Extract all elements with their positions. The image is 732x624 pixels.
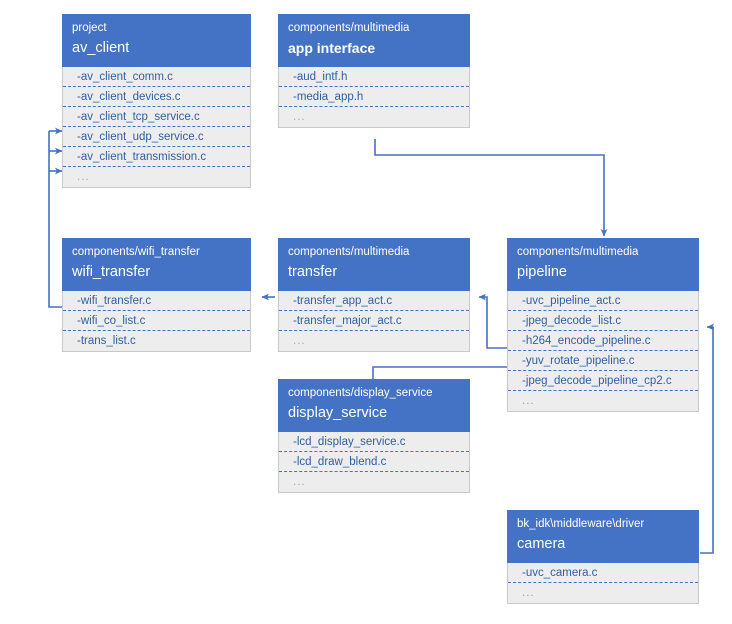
node-path: components/multimedia — [517, 246, 639, 258]
wire-camera-to-pipeline — [700, 323, 714, 554]
node-camera[interactable]: bk_idk\middleware\driver camera -uvc_cam… — [507, 510, 699, 604]
node-header: components/multimedia app interface — [278, 14, 470, 67]
list-item-more[interactable]: ... — [293, 476, 306, 488]
node-header: components/wifi_transfer wifi_transfer — [62, 238, 251, 291]
list-item-more[interactable]: ... — [522, 587, 535, 599]
node-file-list: -wifi_transfer.c -wifi_co_list.c -trans_… — [62, 291, 251, 352]
node-header: components/display_service display_servi… — [278, 379, 470, 432]
wire-appinterface-to-pipeline — [374, 139, 608, 237]
node-path: components/multimedia — [288, 22, 410, 34]
node-title: av_client — [72, 40, 130, 56]
wire-pipeline-to-displayservice — [372, 366, 508, 379]
node-header: bk_idk\middleware\driver camera — [507, 510, 699, 563]
node-title: wifi_transfer — [72, 264, 151, 280]
node-path: bk_idk\middleware\driver — [517, 518, 645, 530]
node-title: transfer — [288, 264, 338, 280]
list-item[interactable]: -wifi_transfer.c — [63, 291, 250, 311]
list-item[interactable]: -transfer_major_act.c — [279, 311, 469, 331]
node-header: components/multimedia transfer — [278, 238, 470, 291]
node-title: display_service — [288, 405, 388, 421]
list-item[interactable]: -av_client_comm.c — [63, 67, 250, 87]
list-item[interactable]: -media_app.h — [279, 87, 469, 107]
wire-wifi-to-avclient-trunk — [48, 131, 63, 308]
node-file-list: -lcd_display_service.c -lcd_draw_blend.c… — [278, 432, 470, 493]
list-item[interactable]: -uvc_pipeline_act.c — [508, 291, 698, 311]
node-title: app interface — [288, 40, 376, 56]
list-item[interactable]: -av_client_tcp_service.c — [63, 107, 250, 127]
list-item[interactable]: -lcd_draw_blend.c — [279, 452, 469, 472]
node-path: project — [72, 22, 107, 34]
node-header: project av_client — [62, 14, 251, 67]
list-item[interactable]: -aud_intf.h — [279, 67, 469, 87]
node-transfer[interactable]: components/multimedia transfer -transfer… — [278, 238, 470, 352]
list-item[interactable]: -h264_encode_pipeline.c — [508, 331, 698, 351]
node-app-interface[interactable]: components/multimedia app interface -aud… — [278, 14, 470, 128]
node-file-list: -transfer_app_act.c -transfer_major_act.… — [278, 291, 470, 352]
list-item[interactable]: -av_client_devices.c — [63, 87, 250, 107]
node-file-list: -av_client_comm.c -av_client_devices.c -… — [62, 67, 251, 188]
node-path: components/display_service — [288, 387, 433, 399]
node-path: components/wifi_transfer — [72, 246, 200, 258]
list-item[interactable]: -uvc_camera.c — [508, 563, 698, 583]
list-item-more[interactable]: ... — [293, 335, 306, 347]
node-title: pipeline — [517, 264, 567, 280]
wire-pipeline-to-transfer — [478, 293, 508, 349]
list-item-more[interactable]: ... — [77, 171, 90, 183]
list-item[interactable]: -yuv_rotate_pipeline.c — [508, 351, 698, 371]
list-item-more[interactable]: ... — [522, 395, 535, 407]
list-item[interactable]: -jpeg_decode_list.c — [508, 311, 698, 331]
list-item[interactable]: -trans_list.c — [77, 335, 136, 347]
node-wifi-transfer[interactable]: components/wifi_transfer wifi_transfer -… — [62, 238, 251, 352]
node-av-client[interactable]: project av_client -av_client_comm.c -av_… — [62, 14, 251, 188]
node-path: components/multimedia — [288, 246, 410, 258]
node-display-service[interactable]: components/display_service display_servi… — [278, 379, 470, 493]
list-item[interactable]: -transfer_app_act.c — [279, 291, 469, 311]
node-pipeline[interactable]: components/multimedia pipeline -uvc_pipe… — [507, 238, 699, 412]
node-file-list: -uvc_camera.c ... — [507, 563, 699, 604]
list-item[interactable]: -wifi_co_list.c — [63, 311, 250, 331]
list-item[interactable]: -av_client_udp_service.c — [63, 127, 250, 147]
list-item[interactable]: -av_client_transmission.c — [63, 147, 250, 167]
node-header: components/multimedia pipeline — [507, 238, 699, 291]
list-item[interactable]: -jpeg_decode_pipeline_cp2.c — [508, 371, 698, 391]
list-item-more[interactable]: ... — [293, 111, 306, 123]
node-file-list: -uvc_pipeline_act.c -jpeg_decode_list.c … — [507, 291, 699, 412]
node-file-list: -aud_intf.h -media_app.h ... — [278, 67, 470, 128]
node-title: camera — [517, 536, 566, 552]
list-item[interactable]: -lcd_display_service.c — [279, 432, 469, 452]
